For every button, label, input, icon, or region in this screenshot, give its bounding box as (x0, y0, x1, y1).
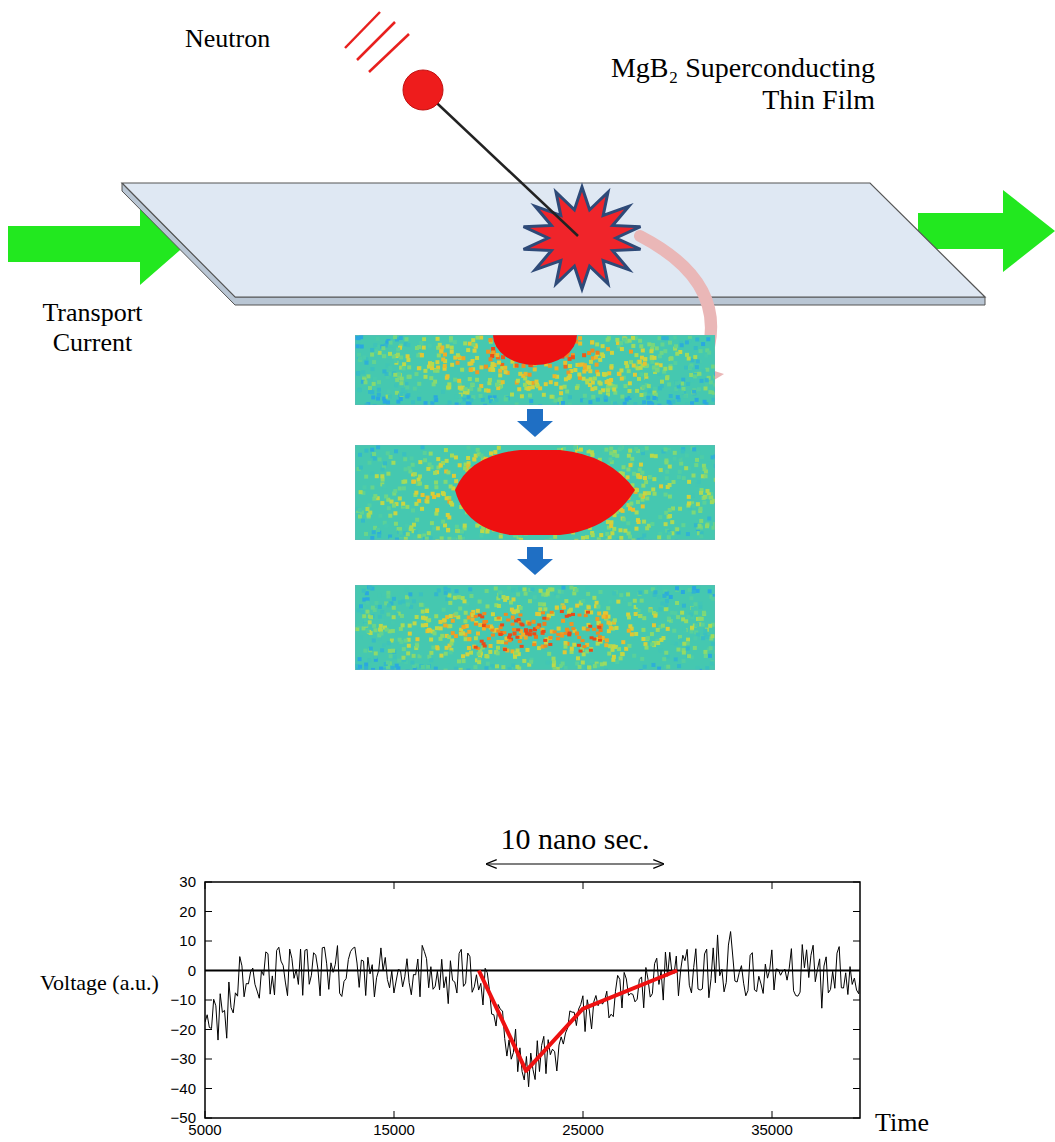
heat-maps (355, 305, 719, 674)
thin-film (122, 183, 985, 305)
tick-label: −40 (146, 1080, 196, 1097)
tick-label: −30 (146, 1050, 196, 1067)
signal-trace (205, 932, 860, 1087)
sequence-arrow (517, 547, 553, 575)
fit-line (479, 971, 677, 1071)
tick-label: 30 (146, 873, 196, 890)
tick-label: 25000 (548, 1121, 618, 1138)
axis-title: Time (875, 1108, 929, 1138)
duration-label: 10 nano sec. (470, 822, 680, 857)
neutron-ball (403, 70, 443, 110)
current-label: Transport Current (5, 298, 180, 358)
particle-label: Neutron (185, 24, 270, 54)
duration-arrow (487, 863, 663, 864)
voltage-chart (205, 864, 865, 1118)
tick-label: −10 (146, 991, 196, 1008)
tick-label: 20 (146, 903, 196, 920)
tick-label: 10 (146, 932, 196, 949)
tick-label: 15000 (359, 1121, 429, 1138)
sequence-arrow (517, 409, 553, 437)
axis-title: Voltage (a.u.) (40, 970, 159, 995)
film-label: MgB₂ Superconducting Thin Film (575, 52, 875, 116)
neutron-track (423, 90, 578, 236)
tick-label: 0 (146, 962, 196, 979)
tick-label: −20 (146, 1021, 196, 1038)
tick-label: 35000 (737, 1121, 807, 1138)
tick-label: 5000 (170, 1121, 240, 1138)
neutron-rays (345, 12, 409, 72)
